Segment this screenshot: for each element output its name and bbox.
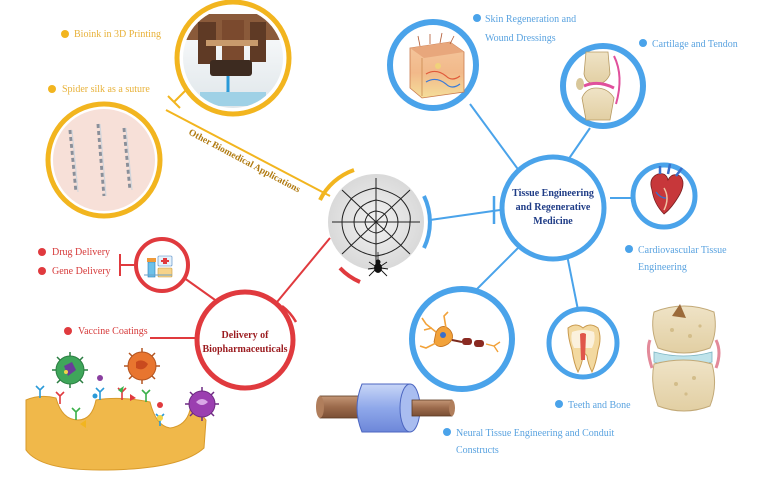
spider-icon <box>367 252 389 277</box>
skin-label-line1: Skin Regeneration and <box>485 14 576 25</box>
drug-delivery-label: Drug Delivery <box>52 247 110 258</box>
gene-bullet <box>38 267 46 275</box>
cell-surface-icon <box>25 375 207 471</box>
virus-purple <box>185 387 219 421</box>
bioink-label: Bioink in 3D Printing <box>74 29 161 40</box>
virus-green <box>52 352 88 388</box>
connector-tissue-teeth <box>565 249 579 311</box>
bioink-bullet <box>61 30 69 38</box>
skin-label-line2: Wound Dressings <box>485 33 556 44</box>
tissue-hub[interactable]: Tissue Engineering and Regenerative Medi… <box>492 154 607 262</box>
virus-orange <box>124 348 160 384</box>
delivery-hub-title-line2: Biopharmaceuticals <box>203 344 288 355</box>
tissue-hub-circle <box>499 154 607 262</box>
knee-node-circle <box>560 43 646 129</box>
knee-node[interactable] <box>560 43 646 129</box>
center-node <box>318 168 432 284</box>
neural-label-line1: Neural Tissue Engineering and Conduit <box>456 428 615 439</box>
antigen-dots <box>80 375 163 428</box>
neural-bullet <box>443 428 451 436</box>
neural-label-line2: Constructs <box>456 445 499 456</box>
teeth-label: Teeth and Bone <box>568 400 631 411</box>
teeth-bullet <box>555 400 563 408</box>
neuron-icon <box>419 311 501 353</box>
delivery-hub-title-line1: Delivery of <box>222 330 270 341</box>
tissue-hub-title-line1: Tissue Engineering <box>512 188 594 199</box>
spider-web-icon <box>332 178 420 266</box>
heart-icon <box>650 163 684 215</box>
cardio-bullet <box>625 245 633 253</box>
vaccine-bullet <box>64 327 72 335</box>
suture-thread-icon <box>53 109 155 211</box>
connector-tissue-knee <box>567 127 591 161</box>
neural-node[interactable] <box>409 286 515 392</box>
nerve-conduit-icon <box>316 383 455 433</box>
cartilage-label: Cartilage and Tendon <box>652 39 738 50</box>
bioprinter-icon <box>183 8 283 108</box>
skin-bullet <box>473 14 481 22</box>
branch-label: Other Biomedical Applications <box>187 128 302 196</box>
skin-node[interactable] <box>387 19 479 111</box>
cartilage-bullet <box>639 39 647 47</box>
connector-center-tissue <box>429 209 501 221</box>
knee-joint-icon <box>576 51 621 121</box>
printer-node[interactable] <box>167 0 292 117</box>
drug-bullet <box>38 248 46 256</box>
cardio-label-line2: Engineering <box>638 262 687 273</box>
red-labels: Drug Delivery Gene Delivery Vaccine Coat… <box>38 247 148 337</box>
bone-joint-icon <box>646 304 721 412</box>
delivery-hub-bracket <box>281 305 298 323</box>
drug-node-bracket <box>119 254 136 276</box>
delivery-hub-circle <box>194 289 296 391</box>
drug-vial-icon <box>144 255 173 278</box>
tissue-hub-title-line3: Medicine <box>533 216 573 227</box>
tissue-hub-title-line2: and Regenerative <box>516 202 591 213</box>
cardio-label-line1: Cardiovascular Tissue <box>638 245 727 256</box>
heart-node[interactable] <box>630 162 698 230</box>
yellow-labels: Bioink in 3D Printing Spider silk as a s… <box>48 29 161 95</box>
skin-layers-icon <box>409 32 465 99</box>
drug-delivery-node[interactable] <box>119 237 190 293</box>
suture-bullet <box>48 85 56 93</box>
delivery-hub[interactable]: Delivery of Biopharmaceuticals <box>194 289 298 391</box>
tooth-icon <box>567 324 601 374</box>
gene-delivery-label: Gene Delivery <box>52 266 111 277</box>
teeth-node[interactable] <box>546 306 620 380</box>
connector-tissue-skin <box>469 103 521 173</box>
virus-icon <box>52 348 219 421</box>
vaccine-coatings-label: Vaccine Coatings <box>78 326 148 337</box>
neural-node-circle <box>409 286 515 392</box>
suture-label: Spider silk as a suture <box>62 84 150 95</box>
printer-node-bracket <box>167 89 187 109</box>
connector-center-branch <box>165 109 331 197</box>
blue-labels: Skin Regeneration and Wound Dressings Ca… <box>443 14 738 456</box>
suture-node[interactable] <box>45 101 163 219</box>
center-yellow-arc <box>318 168 355 201</box>
center-blue-arc <box>422 195 432 249</box>
center-red-arc <box>338 266 361 284</box>
